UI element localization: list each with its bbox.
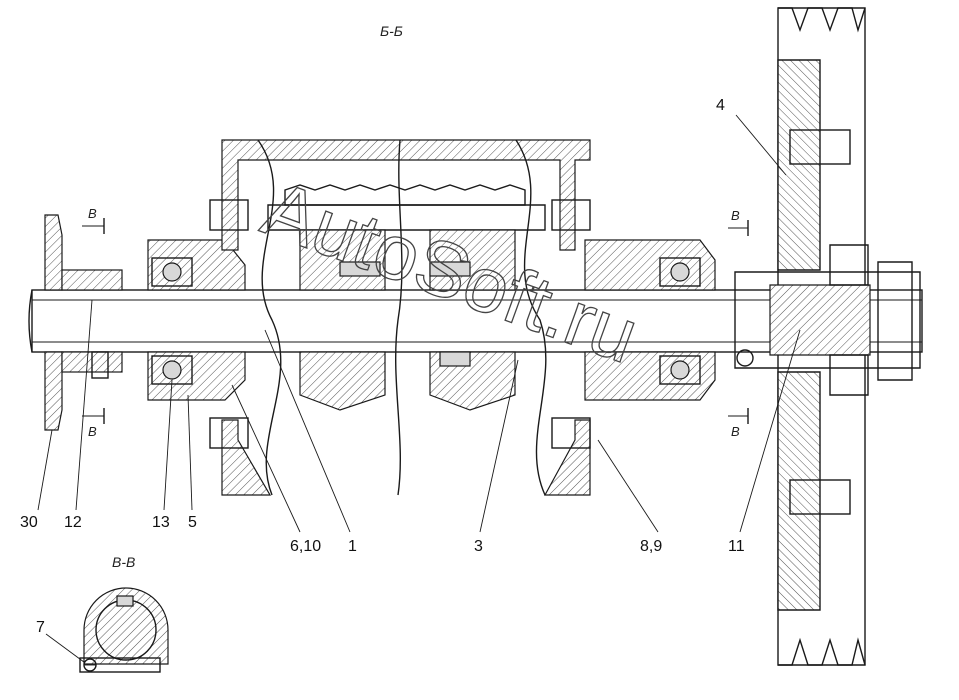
callout-7: 7 — [36, 619, 45, 636]
cut-mark-right-bottom: В — [731, 424, 740, 439]
inner-hubs — [299, 229, 516, 411]
rack-element — [267, 184, 546, 231]
detail-view: В-В — [79, 554, 169, 673]
callout-3: 3 — [474, 538, 483, 555]
callout-11: 11 — [728, 538, 745, 555]
callouts: 30 12 13 5 6,10 1 3 8,9 11 4 7 — [20, 97, 745, 636]
callout-1: 1 — [348, 538, 357, 555]
gearbox-casing — [209, 139, 591, 496]
callout-30: 30 — [20, 514, 38, 531]
cut-mark-right-top: В — [731, 208, 740, 223]
left-bearing-housing — [147, 239, 246, 401]
leader-lines — [37, 114, 801, 666]
callout-5: 5 — [188, 514, 197, 531]
callout-4: 4 — [716, 97, 725, 114]
cut-mark-left-bottom: В — [88, 424, 97, 439]
right-pulley — [734, 7, 921, 666]
callout-12: 12 — [64, 514, 82, 531]
cut-markers: В В В В — [82, 206, 749, 439]
break-lines — [257, 139, 547, 496]
callout-6-10: 6,10 — [290, 538, 321, 555]
cut-mark-left-top: В — [88, 206, 97, 221]
right-bearing-housing — [584, 239, 754, 401]
callout-8-9: 8,9 — [640, 538, 662, 555]
section-title-detail: В-В — [112, 554, 135, 570]
left-sprocket — [44, 214, 123, 431]
callout-13: 13 — [152, 514, 170, 531]
section-title-main: Б-Б — [380, 23, 403, 39]
